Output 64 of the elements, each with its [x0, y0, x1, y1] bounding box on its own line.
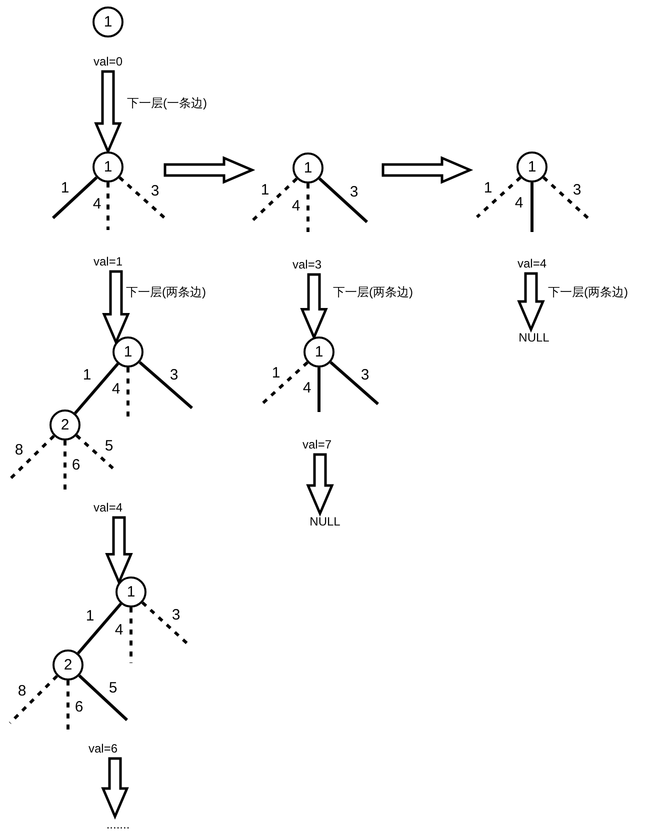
branch-line — [74, 362, 120, 414]
hollow-block-arrow — [102, 270, 130, 346]
null-text: NULL — [518, 332, 550, 344]
dashed-branch-line — [542, 176, 590, 220]
edge-label: 1 — [82, 368, 92, 382]
branch-line — [78, 674, 128, 722]
branch-line — [318, 177, 368, 224]
value-text: val=4 — [517, 258, 547, 270]
hollow-block-arrow — [382, 156, 474, 184]
hollow-block-arrow — [164, 156, 256, 184]
dashed-branch-line — [262, 361, 309, 404]
edge-label: 3 — [360, 368, 370, 382]
arrow-label: 下一层(一条边) — [127, 97, 207, 109]
edge-label: 1 — [484, 180, 492, 196]
branch-line — [330, 361, 379, 406]
edge-label: 1 — [60, 180, 70, 196]
dashed-branch-line — [250, 178, 298, 222]
edge-label: 4 — [302, 380, 312, 396]
arrow-label: 下一层(两条边) — [548, 286, 628, 298]
branch-line — [138, 361, 193, 410]
edge-label: 1 — [86, 608, 94, 624]
value-text: val=7 — [302, 438, 332, 452]
edge-label: 5 — [104, 438, 114, 454]
edge-label: 4 — [292, 198, 300, 214]
value-text: val=0 — [93, 56, 123, 68]
branch-line — [530, 182, 534, 232]
edge-label: 6 — [74, 700, 84, 714]
hollow-block-arrow — [306, 453, 334, 517]
edge-label: 4 — [112, 382, 120, 396]
hollow-block-arrow — [300, 273, 328, 340]
edge-label: 5 — [108, 680, 118, 696]
value-text: val=6 — [88, 742, 118, 756]
branch-line — [76, 602, 122, 654]
edge-label: 4 — [514, 196, 524, 210]
edge-label: 3 — [350, 184, 358, 200]
edge-label: 3 — [170, 368, 178, 382]
branch-line — [318, 368, 320, 412]
edge-label: 4 — [92, 196, 102, 212]
hollow-block-arrow — [517, 272, 545, 333]
dashed-branch-line — [130, 608, 132, 663]
ellipsis-text: ....... — [106, 818, 130, 832]
null-text: NULL — [310, 516, 340, 528]
edge-label: 4 — [114, 622, 124, 638]
dashed-branch-line — [8, 674, 58, 724]
value-text: val=4 — [93, 502, 123, 514]
edge-label: 3 — [172, 608, 180, 622]
arrow-label: 下一层(两条边) — [126, 286, 206, 298]
branch-line — [52, 176, 98, 220]
value-text: val=1 — [93, 256, 123, 268]
value-text: val=3 — [292, 258, 322, 272]
edge-label: 6 — [72, 458, 80, 472]
hollow-block-arrow — [105, 516, 133, 586]
edge-label: 3 — [572, 182, 582, 198]
edge-label: 1 — [260, 182, 270, 198]
dashed-branch-line — [306, 184, 310, 232]
dashed-branch-line — [476, 176, 522, 218]
dashed-branch-line — [118, 176, 168, 222]
edge-label: 8 — [18, 684, 26, 698]
edge-label: 3 — [150, 184, 160, 198]
hollow-block-arrow — [101, 757, 129, 820]
edge-label: 1 — [272, 366, 280, 380]
dashed-branch-line — [106, 182, 110, 230]
edge-label: 8 — [14, 442, 24, 458]
arrow-label: 下一层(两条边) — [333, 286, 413, 298]
